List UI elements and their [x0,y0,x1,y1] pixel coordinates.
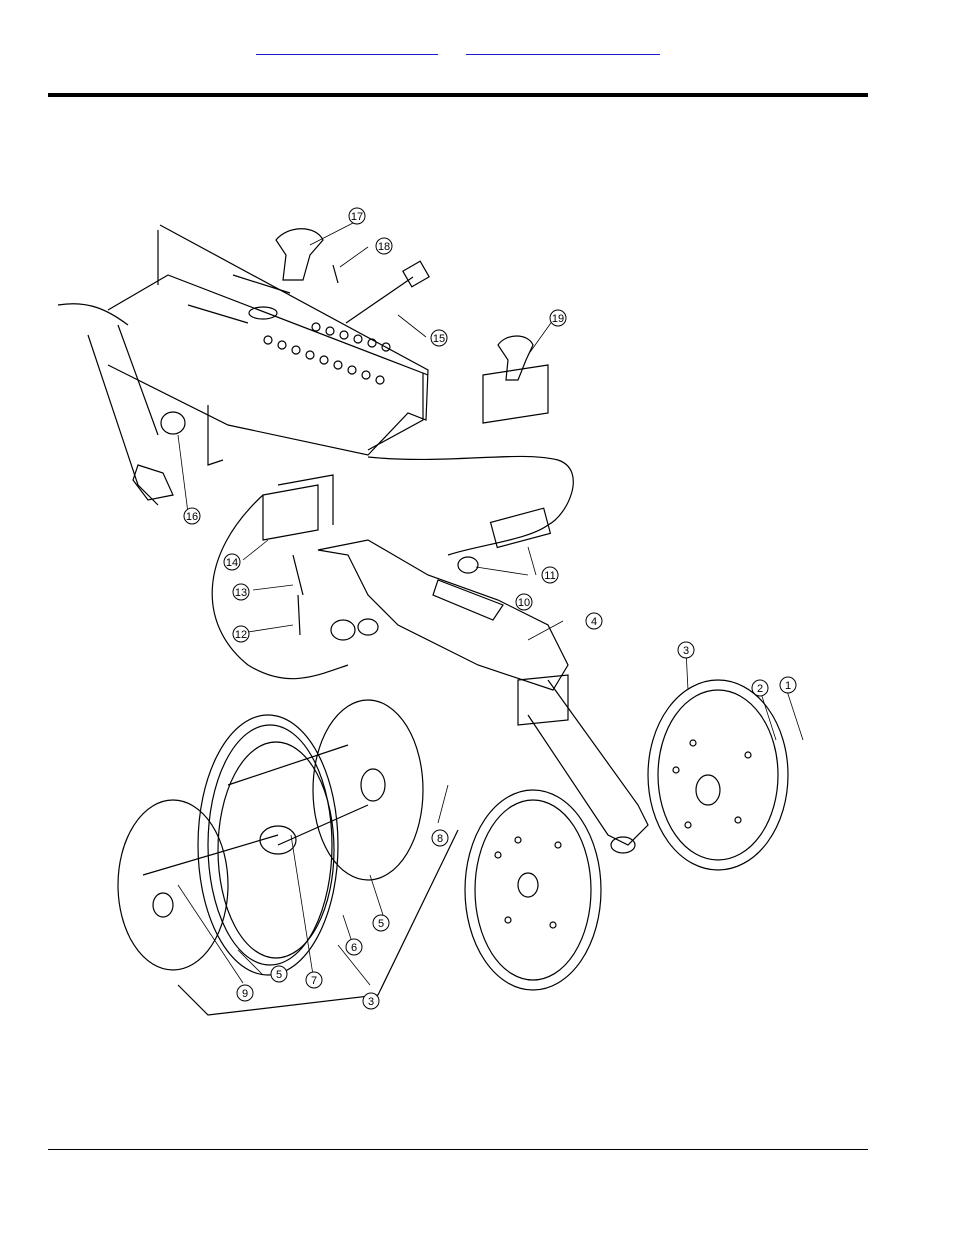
callout-3-bottom: 3 [363,993,379,1009]
callout-14: 14 [224,554,240,570]
handle-17 [276,229,323,280]
callout-7: 7 [306,972,322,988]
callout-15: 15 [431,330,447,346]
callout-17: 17 [349,208,365,224]
callout-12: 12 [233,626,249,642]
nav-link-1[interactable] [256,40,438,55]
callout-11: 11 [542,567,558,583]
bushings [331,508,550,640]
svg-text:3: 3 [683,645,689,657]
svg-text:19: 19 [552,313,564,325]
svg-text:12: 12 [235,629,247,641]
svg-text:15: 15 [433,333,445,345]
gauge-wheel-right [648,680,788,870]
callout-10: 10 [516,594,532,610]
spring [293,555,303,595]
svg-text:17: 17 [351,211,363,223]
svg-text:14: 14 [226,557,238,569]
pin-18 [333,265,338,283]
svg-text:8: 8 [437,833,443,845]
callout-3-top: 3 [678,642,694,658]
callout-2: 2 [752,680,768,696]
svg-text:13: 13 [235,587,247,599]
svg-text:3: 3 [368,996,374,1008]
callout-16: 16 [184,508,200,524]
svg-text:9: 9 [242,988,248,1000]
callout-13: 13 [233,584,249,600]
tension-arc [368,456,573,555]
frame-bracket [58,225,428,505]
gauge-wheel-left [465,790,601,990]
callout-9: 9 [237,985,253,1001]
svg-text:4: 4 [591,616,597,628]
callout-5-right: 5 [373,915,389,931]
nav-link-2[interactable] [466,40,660,55]
callouts: 17 18 15 19 16 14 13 12 11 10 4 3 2 1 8 … [184,208,796,1009]
leaders [178,223,803,985]
callout-19: 19 [550,310,566,326]
callout-8: 8 [432,830,448,846]
callout-18: 18 [376,238,392,254]
header-rule [48,93,868,97]
svg-text:11: 11 [544,570,555,582]
callout-6: 6 [346,939,362,955]
bolt-15 [346,277,413,323]
svg-text:2: 2 [757,683,763,695]
svg-text:1: 1 [785,680,791,692]
callout-4: 4 [586,613,602,629]
nut-16 [161,412,185,434]
svg-text:5: 5 [276,969,282,981]
pin [298,595,300,635]
svg-text:6: 6 [351,942,357,954]
svg-text:18: 18 [378,241,390,253]
block-19 [483,336,548,423]
svg-text:7: 7 [311,975,317,987]
arm-assembly [318,540,648,853]
footer-rule [48,1149,868,1150]
svg-text:10: 10 [518,597,530,609]
svg-text:16: 16 [186,511,198,523]
exploded-wheel [118,700,423,975]
parts-diagram: 17 18 15 19 16 14 13 12 11 10 4 3 2 1 8 … [48,195,838,1025]
svg-text:5: 5 [378,918,384,930]
pivot-block [263,475,333,540]
callout-5-left: 5 [271,966,287,982]
callout-1: 1 [780,677,796,693]
